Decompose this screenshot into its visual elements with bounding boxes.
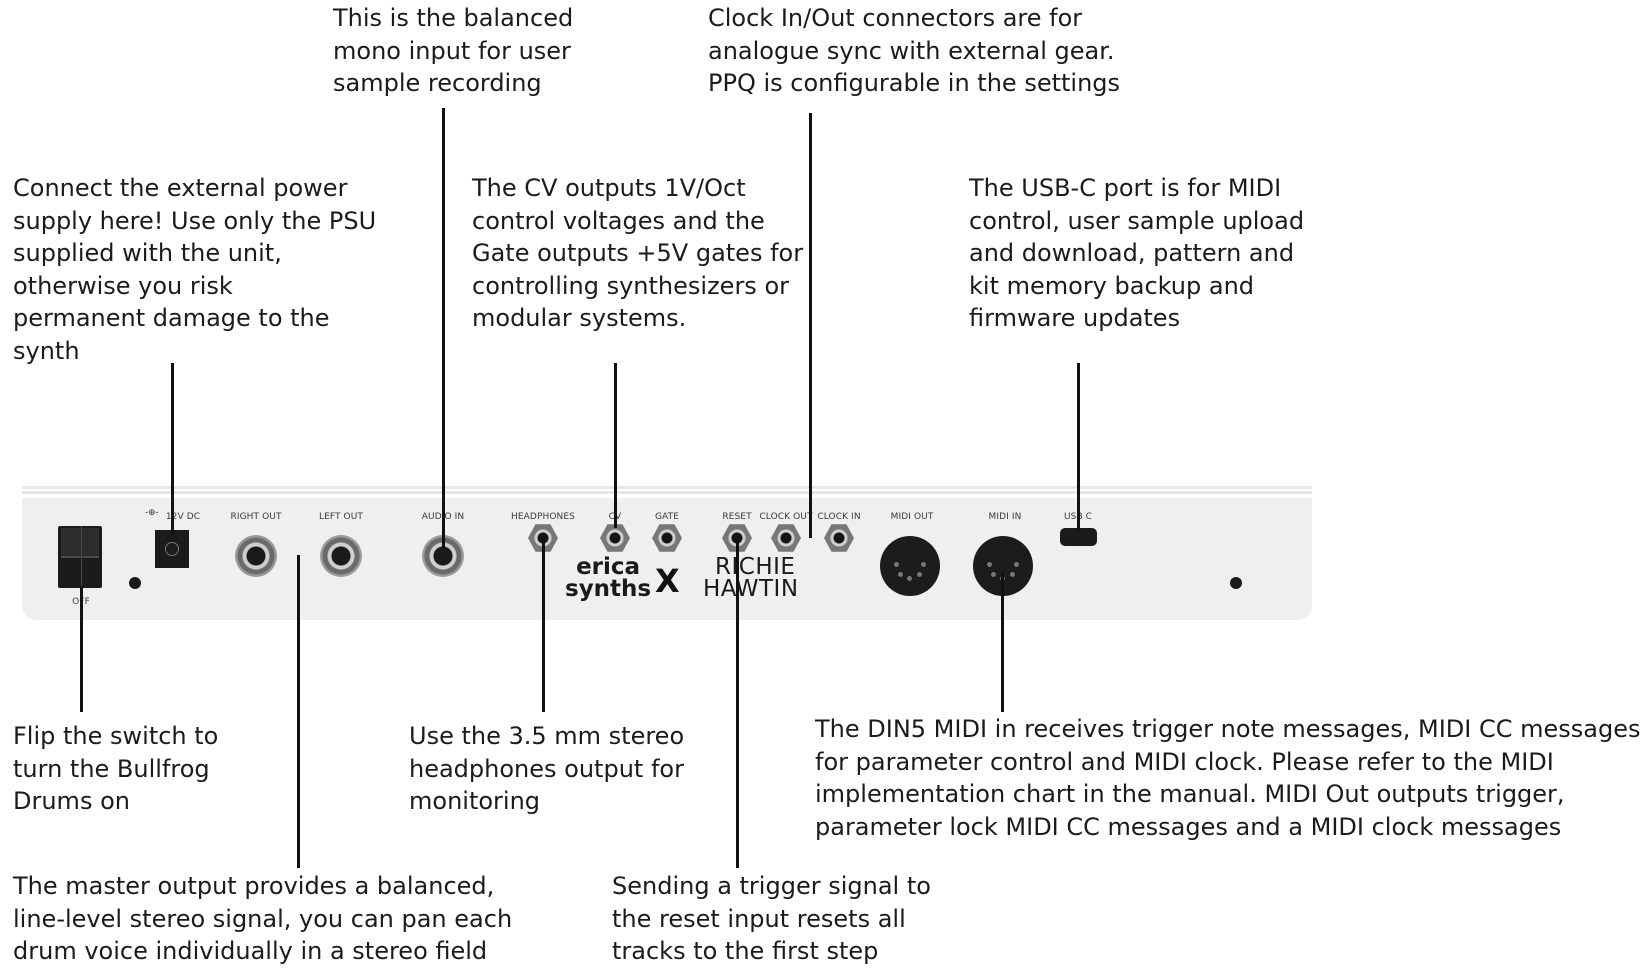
panel-screw — [1230, 577, 1242, 589]
power-switch[interactable] — [58, 526, 102, 588]
switch-divider — [81, 526, 82, 588]
callout-master-output: The master output provides a balanced, l… — [13, 872, 513, 965]
panel-screw — [129, 577, 141, 589]
label-headphones: HEADPHONES — [511, 512, 575, 522]
label-gate: GATE — [654, 512, 680, 522]
leader-audio-in — [442, 108, 445, 548]
dc-socket-icon — [165, 542, 179, 556]
leader-midi-in — [1001, 572, 1004, 712]
callout-switch: Flip the switch to turn the Bullfrog Dru… — [13, 722, 219, 815]
callout-reset: Sending a trigger signal to the reset in… — [612, 872, 931, 965]
usb-c-port[interactable] — [1060, 528, 1097, 546]
switch-rocker — [61, 528, 99, 558]
callout-cv-gate: The CV outputs 1V/Oct control voltages a… — [472, 174, 804, 332]
leader-headphones — [542, 540, 545, 712]
richie-hawtin-logo: RICHIE HAWTIN — [703, 554, 799, 602]
left-out-jack[interactable] — [320, 535, 362, 577]
label-left-out: LEFT OUT — [318, 512, 364, 522]
label-midi-out: MIDI OUT — [890, 512, 934, 522]
callout-clock: Clock In/Out connectors are for analogue… — [708, 4, 1121, 97]
label-dc: 12V DC — [165, 512, 201, 522]
dc-power-jack[interactable] — [155, 530, 189, 568]
label-clock-out: CLOCK OUT — [759, 512, 813, 522]
leader-cv — [614, 363, 617, 528]
collab-x-mark: X — [655, 562, 680, 600]
right-out-jack[interactable] — [235, 535, 277, 577]
leader-usb — [1077, 363, 1080, 531]
callout-power: Connect the external power supply here! … — [13, 174, 377, 365]
leader-reset — [736, 540, 739, 868]
erica-synths-logo: erica synths — [565, 554, 652, 602]
panel-top-stripe — [22, 486, 1312, 489]
leader-master-output — [297, 555, 300, 868]
midi-out-din-connector[interactable] — [880, 536, 940, 596]
callout-midi: The DIN5 MIDI in receives trigger note m… — [815, 715, 1640, 841]
label-right-out: RIGHT OUT — [230, 512, 282, 522]
leader-clock — [809, 113, 812, 538]
callout-usb: The USB-C port is for MIDI control, user… — [969, 174, 1305, 332]
callout-headphones: Use the 3.5 mm stereo headphones output … — [409, 722, 685, 815]
label-clock-in: CLOCK IN — [817, 512, 861, 522]
callout-audio-in: This is the balanced mono input for user… — [333, 4, 574, 97]
panel-top-stripe — [22, 491, 1312, 494]
label-reset: RESET — [722, 512, 752, 522]
dc-polarity-icon: -⊕- — [145, 507, 159, 517]
leader-power — [171, 363, 174, 535]
leader-switch — [80, 586, 83, 712]
label-midi-in: MIDI IN — [988, 512, 1022, 522]
